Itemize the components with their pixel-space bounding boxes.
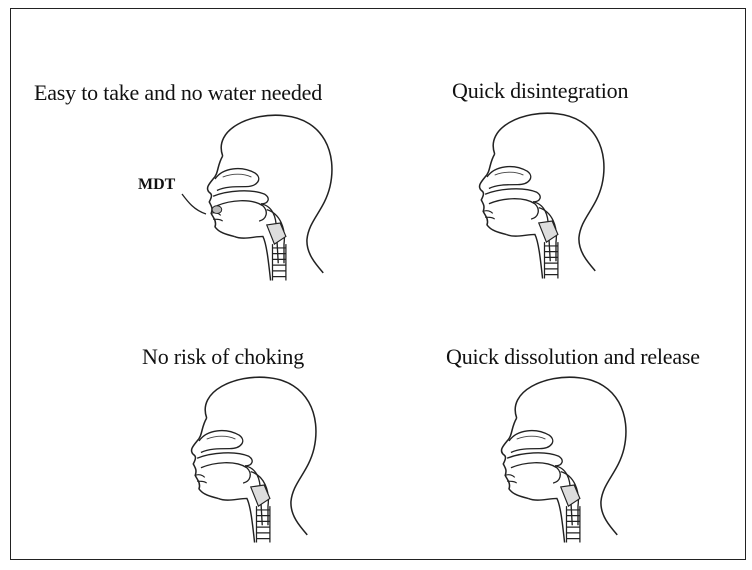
- panel-1-caption: Easy to take and no water needed: [34, 80, 322, 106]
- head-illustration-3: [160, 372, 330, 554]
- panel-4-caption: Quick dissolution and release: [446, 344, 700, 370]
- head-illustration-2: [448, 108, 618, 290]
- panel-2-caption: Quick disintegration: [452, 78, 628, 104]
- mdt-pointer-line: [178, 190, 218, 220]
- panel-3-caption: No risk of choking: [142, 344, 304, 370]
- mdt-label: MDT: [138, 176, 175, 194]
- head-illustration-4: [470, 372, 640, 554]
